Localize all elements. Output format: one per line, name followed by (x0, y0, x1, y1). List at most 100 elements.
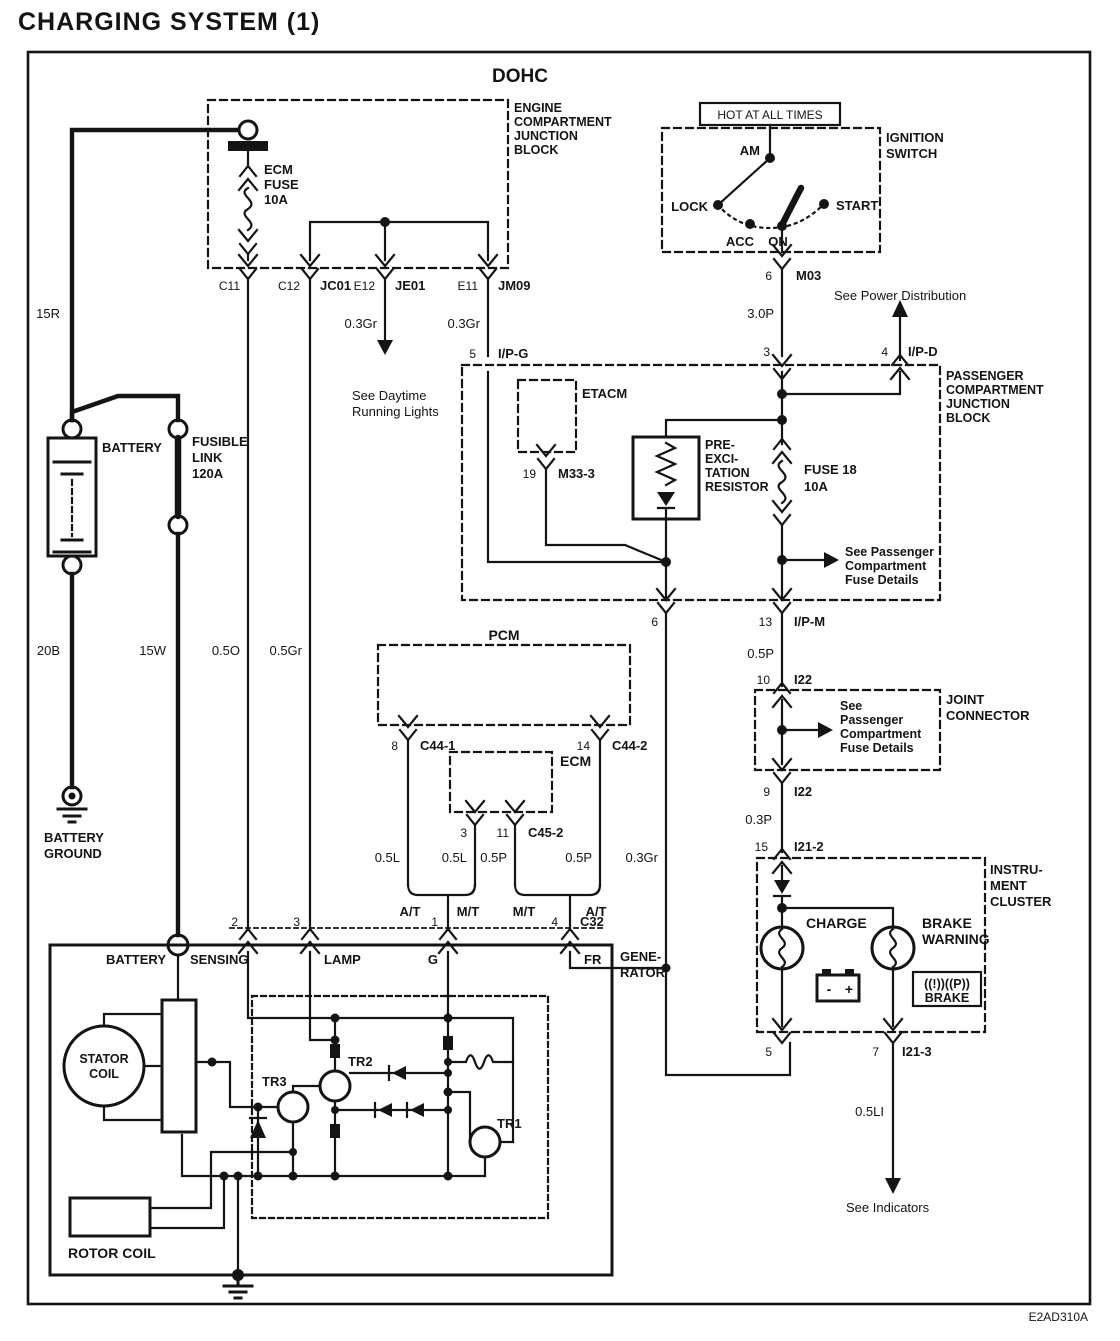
outer-border (26, 50, 1092, 1306)
stator-label-1: STATOR (79, 1052, 128, 1066)
connector-i22a-name: I22 (794, 672, 812, 687)
battery-telltale-icon (815, 973, 861, 1003)
passenger-junction-label-1: PASSENGER (946, 369, 1024, 383)
engine-junction-label-4: BLOCK (514, 143, 558, 157)
connector-i213-pin: 7 (872, 1045, 879, 1059)
fuse18-label-2: 10A (804, 479, 828, 494)
connector-c441-pin: 8 (391, 739, 398, 753)
zener-icon (443, 1036, 453, 1050)
instrument-cluster: 0.3P 15 I21-2 INSTRU- MENT CLUSTER CHARG… (745, 781, 1052, 1059)
engine-junction-label-2: COMPARTMENT (514, 115, 612, 129)
connector-c32-pin: 4 (551, 915, 558, 929)
cluster-label-1: INSTRU- (990, 862, 1043, 877)
wire-label-05p-a: 0.5P (747, 646, 774, 661)
wire-to-fusible-link (69, 393, 181, 423)
rectifier-icon (160, 998, 198, 1134)
trans-mt-2: M/T (513, 904, 535, 919)
power-distribution-branch: See Power Distribution 4 I/P-D (834, 288, 966, 381)
connector-c452a-pin: 3 (460, 826, 467, 840)
connector-i22a-pin: 10 (757, 673, 771, 687)
joint-connector-label-2: CONNECTOR (946, 708, 1030, 723)
note-power-distribution: See Power Distribution (834, 288, 966, 303)
battery-ground-label-2: GROUND (44, 846, 102, 861)
ground-bars-icon (56, 807, 88, 824)
battery-negative-terminal (61, 554, 83, 576)
wire-label-15r: 15R (36, 306, 60, 321)
connector-i212-name: I21-2 (794, 839, 824, 854)
connector-je01: JE01 (395, 278, 425, 293)
pre-excitation-label-1: PRE- (705, 438, 735, 452)
zener-icon (330, 1124, 340, 1138)
stator-label-2: COIL (89, 1067, 119, 1081)
ignition-on-label: ON (768, 234, 788, 249)
tr3-transistor (276, 1090, 310, 1124)
wire-label-15w: 15W (139, 643, 166, 658)
ignition-switch-label-1: IGNITION (886, 130, 944, 145)
brake-telltale-icon (911, 970, 983, 1008)
wire-label-05p-c: 0.5P (565, 850, 592, 865)
hot-at-all-times-label: HOT AT ALL TIMES (717, 108, 822, 122)
battery-branch: 15R BATTERY FUSIBLE LINK 120A 15W 20B BA… (36, 127, 248, 938)
connector-jm09: JM09 (498, 278, 531, 293)
brake-telltale-symbols: ((!))((P)) (924, 977, 970, 991)
connector-m03-pin: 6 (765, 269, 772, 283)
joint-connector: 0.5P 10 I22 JOINT CONNECTOR See Passenge… (747, 611, 1030, 799)
resistor-zigzag-icon (654, 441, 678, 487)
tr3-label: TR3 (262, 1074, 287, 1089)
wire-15r (69, 127, 241, 423)
connector-c442-name: C44-2 (612, 738, 647, 753)
note-daytime-1: See Daytime (352, 388, 426, 403)
fusible-link-label-1: FUSIBLE (192, 434, 248, 449)
rotor-coil-label: ROTOR COIL (68, 1245, 156, 1261)
zener-icon (330, 1044, 340, 1058)
wire-label-05l-b: 0.5L (442, 850, 467, 865)
connector-ipg-pin: 5 (469, 347, 476, 361)
connector-ign3-pin: 3 (763, 345, 770, 359)
merge-left (406, 883, 477, 932)
tr1-label: TR1 (497, 1116, 522, 1131)
note-fuse1-1: See Passenger (845, 545, 934, 559)
terminal-battery-label: BATTERY (106, 952, 166, 967)
pre-excitation-label-3: TATION (705, 466, 750, 480)
engine-junction-box (206, 98, 510, 270)
ecm-fuse-element (243, 186, 253, 232)
terminal-2-pin: 2 (231, 915, 238, 929)
ignition-am-label: AM (740, 143, 760, 158)
ignition-acc-label: ACC (726, 234, 755, 249)
ignition-switch-label-2: SWITCH (886, 146, 937, 161)
fuse18-label-1: FUSE 18 (804, 462, 857, 477)
connector-ipd-pin: 4 (881, 345, 888, 359)
battery-ground-label-1: BATTERY (44, 830, 104, 845)
connector-i213-name: I21-3 (902, 1044, 932, 1059)
tr2-transistor (318, 1069, 352, 1103)
fuse18-element (777, 459, 787, 505)
note-daytime-2: Running Lights (352, 404, 439, 419)
ignition-switch: HOT AT ALL TIMES IGNITION SWITCH AM LOCK… (660, 101, 944, 283)
wire-label-03gr-a: 0.3Gr (344, 316, 377, 331)
battery-telltale-minus: - (827, 981, 832, 997)
wire-label-05l-a: 0.5L (375, 850, 400, 865)
ignition-key-blade (779, 184, 805, 227)
generator-ground-icon (222, 1273, 254, 1300)
ring-terminal-icon (237, 119, 259, 141)
connector-jc01: JC01 (320, 278, 351, 293)
terminal-3-pin: 3 (293, 915, 300, 929)
connector-c32-name: C32 (580, 914, 604, 929)
engine-junction-label-1: ENGINE (514, 101, 562, 115)
ignition-feed-wire: 3.0P 3 (747, 267, 793, 381)
rotor-coil-icon (68, 1196, 152, 1238)
junction-bus (308, 220, 490, 262)
feed-internal-wire (780, 370, 902, 446)
connector-i212-pin: 15 (755, 840, 769, 854)
note-indicators: See Indicators (846, 1200, 930, 1215)
connector-c452b-pin: 11 (497, 826, 510, 840)
cluster-label-3: CLUSTER (990, 894, 1052, 909)
ignition-detent-arc (716, 202, 826, 230)
regulator-resistor-icon (446, 1054, 515, 1070)
battery-telltale-plus: + (845, 981, 853, 997)
connector-ipd-name: I/P-D (908, 344, 938, 359)
note-fuse1-2: Compartment (845, 559, 927, 573)
connector-m33-name: M33-3 (558, 466, 595, 481)
joint-connector-label-1: JOINT (946, 692, 984, 707)
